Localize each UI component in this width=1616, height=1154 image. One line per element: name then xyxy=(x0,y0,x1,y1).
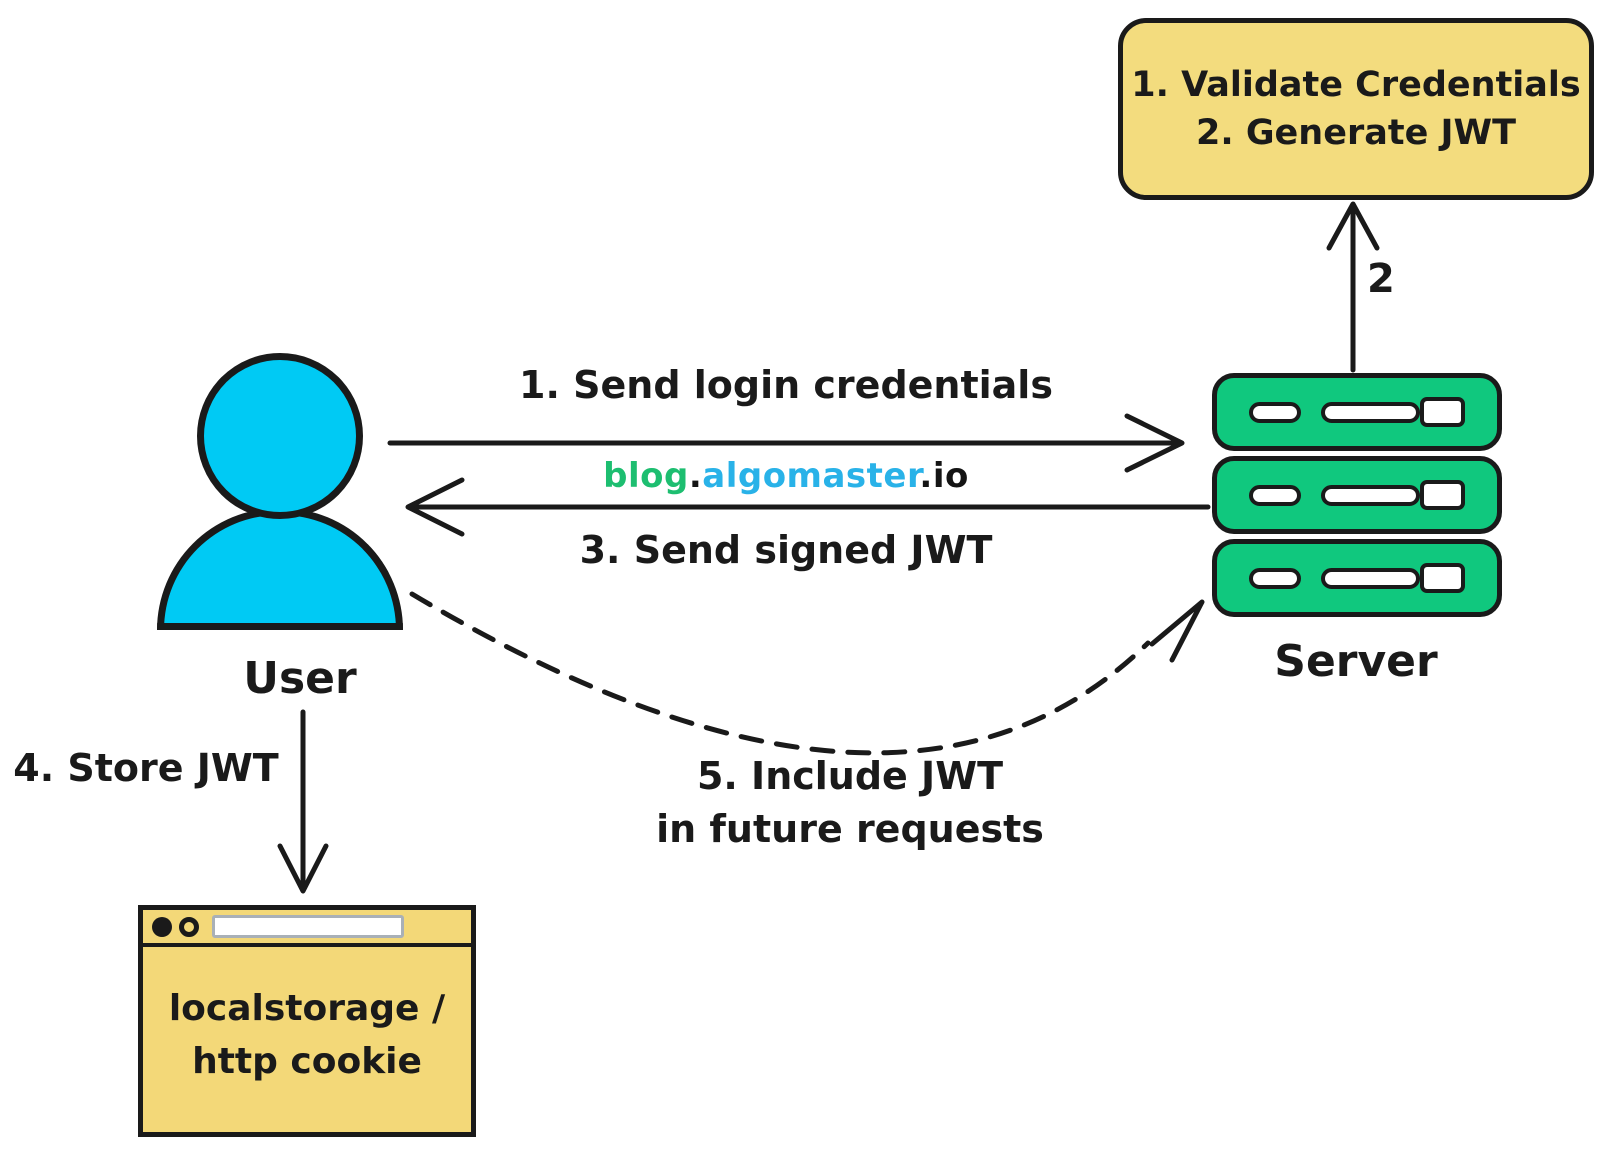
server-port-icon xyxy=(1420,397,1465,427)
arrow-send-credentials-head xyxy=(1124,413,1185,473)
server-port-icon xyxy=(1420,563,1465,593)
watermark-algomaster: algomaster xyxy=(702,456,920,496)
watermark: blog.algomaster.io xyxy=(390,456,1182,496)
browser-content: localstorage / http cookie xyxy=(143,947,471,1122)
browser-titlebar xyxy=(143,910,471,947)
validate-box-line2: 2. Generate JWT xyxy=(1196,113,1516,153)
user-body-icon xyxy=(157,508,403,630)
step4-label: 4. Store JWT xyxy=(13,746,279,790)
storage-line1: localstorage / xyxy=(168,987,446,1029)
browser-dot-filled-icon xyxy=(152,916,172,937)
server-slot-icon xyxy=(1249,401,1302,423)
step2-label: 2 xyxy=(1367,256,1395,302)
user-label: User xyxy=(243,653,357,704)
watermark-blog: blog xyxy=(603,456,689,496)
user-icon xyxy=(157,353,403,630)
server-rack-row xyxy=(1212,373,1502,451)
step3-label: 3. Send signed JWT xyxy=(579,528,993,572)
step5-label-line1: 5. Include JWT xyxy=(696,754,1004,798)
watermark-dot1: . xyxy=(688,456,703,496)
storage-browser-window: localstorage / http cookie xyxy=(138,905,476,1137)
watermark-io: io xyxy=(932,456,969,496)
server-slot-icon xyxy=(1249,484,1302,506)
browser-dot-ring-icon xyxy=(179,916,199,937)
storage-line2: http cookie xyxy=(192,1040,422,1082)
step5-label: 5. Include JWT in future requests xyxy=(590,750,1110,856)
arrow-include-jwt-curve xyxy=(409,591,1151,756)
server-rack-row xyxy=(1212,539,1502,617)
validate-box-line1: 1. Validate Credentials xyxy=(1131,65,1581,105)
arrow-validate-head xyxy=(1326,201,1380,251)
arrow-include-jwt-head xyxy=(1149,599,1205,663)
user-head-icon xyxy=(197,353,363,519)
server-rack-row xyxy=(1212,456,1502,534)
server-slot-icon xyxy=(1321,484,1421,506)
server-label: Server xyxy=(1274,636,1438,687)
validate-credentials-box: 1. Validate Credentials 2. Generate JWT xyxy=(1118,18,1594,200)
server-icon xyxy=(1212,373,1502,617)
watermark-dot2: . xyxy=(919,456,933,496)
step1-label: 1. Send login credentials xyxy=(519,363,1053,407)
server-slot-icon xyxy=(1249,567,1302,589)
browser-address-bar xyxy=(212,915,404,938)
server-port-icon xyxy=(1420,480,1465,510)
arrow-store-head xyxy=(277,843,329,894)
step5-label-line2: in future requests xyxy=(656,807,1044,852)
server-slot-icon xyxy=(1321,567,1421,589)
server-slot-icon xyxy=(1321,401,1421,423)
arrow-send-jwt-head xyxy=(405,477,465,537)
